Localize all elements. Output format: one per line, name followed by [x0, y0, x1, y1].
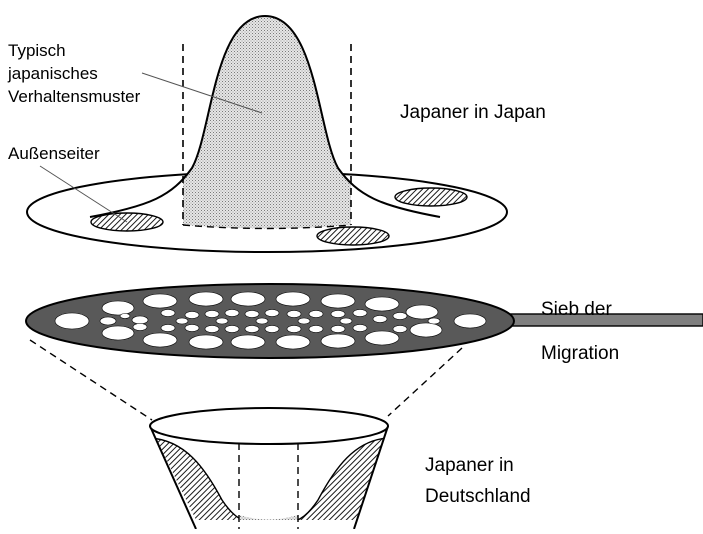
sieve-hole — [298, 318, 310, 324]
sieve-hole — [231, 335, 265, 349]
funnel-line-right — [388, 348, 462, 416]
sieve-hole — [161, 325, 175, 332]
sieve-label-line-2: Migration — [541, 332, 619, 376]
sieve-hole — [276, 292, 310, 306]
sieve-hole — [331, 326, 345, 333]
sieve-hole — [393, 326, 407, 333]
outsiders-label: Außenseiter — [8, 142, 100, 165]
sieve-hole — [189, 292, 223, 306]
sieve-hole — [133, 324, 147, 331]
japan-label: Japaner in Japan — [400, 97, 546, 128]
sieve-hole — [287, 311, 301, 318]
sieve-hole — [205, 326, 219, 333]
sieve-hole — [265, 326, 279, 333]
sieve-hole — [276, 335, 310, 349]
sieve-hole — [143, 294, 177, 308]
sieve-hole — [365, 297, 399, 311]
sieve-hole — [321, 294, 355, 308]
sieve-hole — [393, 313, 407, 320]
sieve-hole — [406, 305, 438, 319]
sieve-hole — [55, 313, 89, 329]
sieve-hole — [353, 310, 367, 317]
sieve-hole — [353, 325, 367, 332]
outsider-ellipse — [317, 227, 389, 245]
sieve-hole — [287, 326, 301, 333]
sieve-hole — [185, 312, 199, 319]
typical-pattern-line-1: Typisch — [8, 39, 140, 62]
sieve-hole — [185, 325, 199, 332]
sieve-rim — [26, 284, 514, 358]
typical-pattern-line-2: japanisches — [8, 62, 140, 85]
sieve-hole — [321, 334, 355, 348]
germany-label: Japaner in Deutschland — [425, 450, 531, 512]
sieve-hole — [245, 326, 259, 333]
sieve-hole — [410, 323, 442, 337]
bowl-group — [150, 408, 388, 529]
sieve-hole — [331, 311, 345, 318]
sieve-hole — [100, 317, 116, 325]
sieve-hole — [143, 333, 177, 347]
outsider-ellipse — [395, 188, 467, 206]
sieve-hole — [428, 318, 440, 324]
sieve-hole — [216, 318, 228, 324]
sieve-hole — [189, 335, 223, 349]
sieve-hole — [454, 314, 486, 328]
sieve-hole — [265, 310, 279, 317]
sieve-hole — [225, 326, 239, 333]
sieve-hole — [309, 311, 323, 318]
sieve-hole — [373, 316, 387, 323]
sieve-hole — [340, 318, 352, 324]
sieve-hole — [102, 326, 134, 340]
sieve-hole — [231, 292, 265, 306]
bowl-rim — [150, 408, 388, 444]
sieve-hole — [225, 310, 239, 317]
sieve-hole — [102, 301, 134, 315]
sieve-label-line-1: Sieb der — [541, 288, 619, 332]
typical-pattern-label: Typisch japanisches Verhaltensmuster — [8, 39, 140, 108]
sieve-hole — [120, 314, 130, 319]
sieve-hole — [309, 326, 323, 333]
sieve-hole — [205, 311, 219, 318]
typical-pattern-line-3: Verhaltensmuster — [8, 85, 140, 108]
sieve-hole — [245, 311, 259, 318]
sieve-hole — [161, 310, 175, 317]
sieve-hole — [176, 318, 188, 324]
sieve-hole — [256, 318, 268, 324]
sieve-label: Sieb der Migration — [541, 288, 619, 376]
germany-label-line-1: Japaner in — [425, 450, 531, 481]
sieve-hole — [132, 316, 148, 324]
germany-label-line-2: Deutschland — [425, 481, 531, 512]
sieve-hole — [365, 331, 399, 345]
